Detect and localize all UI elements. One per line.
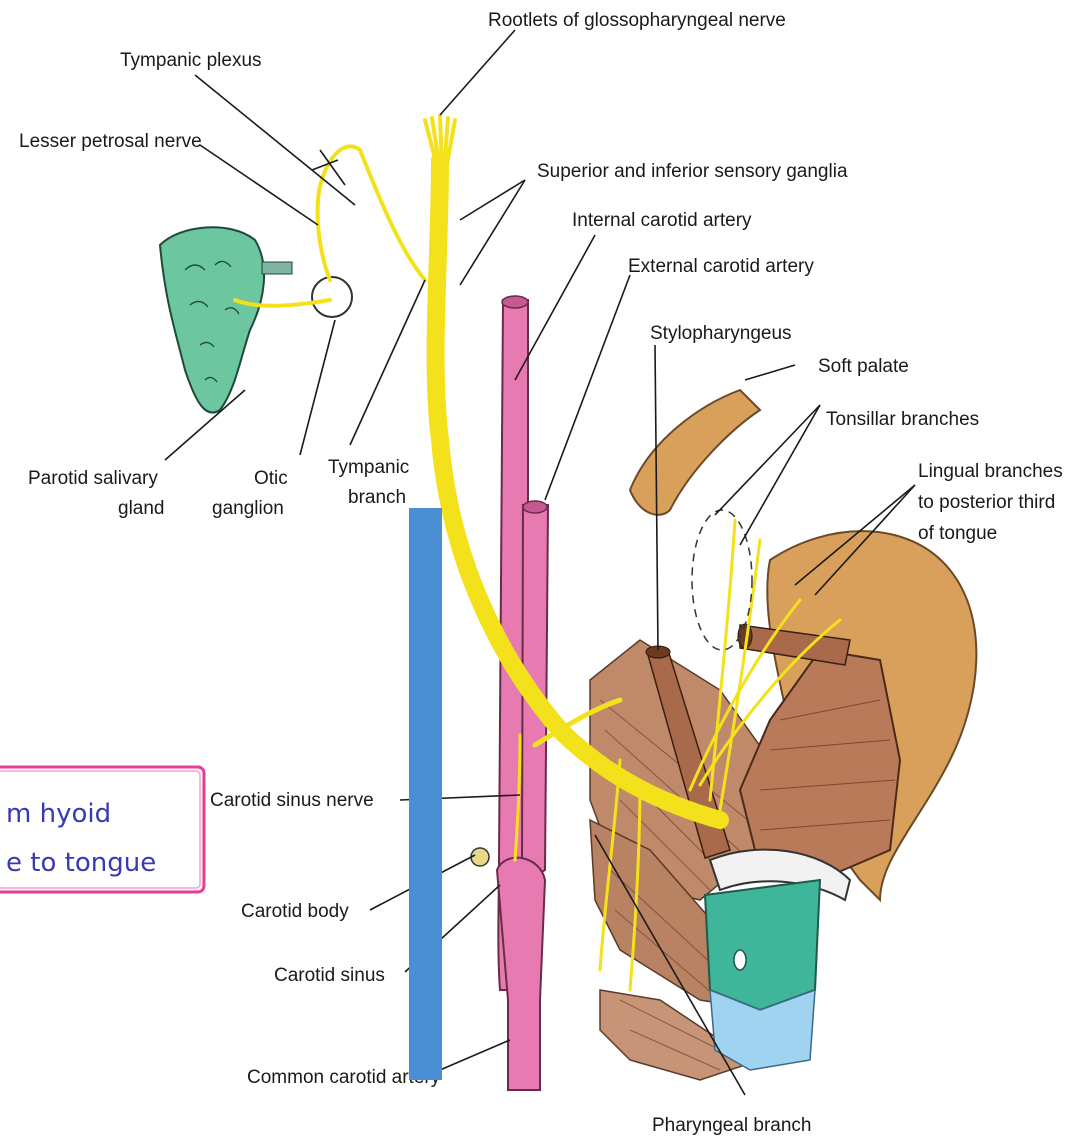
label-tympanic-plexus: Tympanic plexus xyxy=(120,50,262,71)
label-internal-carotid-artery: Internal carotid artery xyxy=(572,210,752,231)
label-carotid-sinus-nerve: Carotid sinus nerve xyxy=(210,790,374,811)
parotid-gland-shape xyxy=(160,227,264,412)
label-lingual-branches-3: of tongue xyxy=(918,523,997,544)
parotid-duct xyxy=(262,262,292,274)
label-lesser-petrosal-nerve: Lesser petrosal nerve xyxy=(19,131,202,152)
label-tympanic-branch-1: Tympanic xyxy=(328,457,409,478)
overlay-blue-bar xyxy=(409,508,442,1080)
label-lingual-branches-2: to posterior third xyxy=(918,492,1055,513)
label-tonsillar-branches: Tonsillar branches xyxy=(826,409,979,430)
otic-ganglion-shape xyxy=(312,277,352,317)
note-line-1: m hyoid xyxy=(6,799,111,829)
label-otic-1: Otic xyxy=(254,468,288,489)
label-sensory-ganglia: Superior and inferior sensory ganglia xyxy=(537,161,848,182)
label-parotid-2: gland xyxy=(118,498,165,519)
label-parotid-1: Parotid salivary xyxy=(28,468,158,489)
note-line-2: e to tongue xyxy=(6,848,156,878)
label-external-carotid-artery: External carotid artery xyxy=(628,256,814,277)
label-soft-palate: Soft palate xyxy=(818,356,909,377)
soft-palate-shape xyxy=(630,390,760,515)
label-pharyngeal-branch: Pharyngeal branch xyxy=(652,1115,812,1136)
carotid-body-shape xyxy=(471,848,489,866)
label-otic-2: ganglion xyxy=(212,498,284,519)
label-carotid-body: Carotid body xyxy=(241,901,349,922)
label-lingual-branches-1: Lingual branches xyxy=(918,461,1063,482)
constrictor-muscle xyxy=(740,650,900,880)
label-tympanic-branch-2: branch xyxy=(348,487,406,508)
label-rootlets: Rootlets of glossopharyngeal nerve xyxy=(488,10,786,31)
label-carotid-sinus: Carotid sinus xyxy=(274,965,385,986)
label-stylopharyngeus: Stylopharyngeus xyxy=(650,323,792,344)
thyroid-cartilage xyxy=(705,880,820,1010)
annotation-note: m hyoid e to tongue xyxy=(0,767,204,892)
